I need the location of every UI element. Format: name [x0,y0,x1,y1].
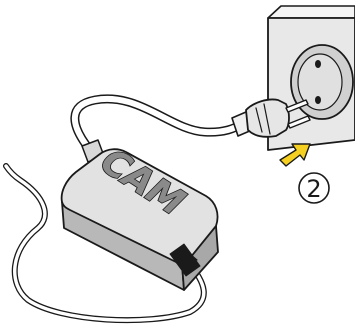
socket-hole-bottom [315,96,321,104]
step-number-badge: 2 [299,173,329,203]
ac-cable [75,99,242,150]
step-number: 2 [306,175,321,203]
socket-hole-top [315,60,321,68]
wall-plate-side [268,6,355,18]
plug-body [246,99,289,136]
